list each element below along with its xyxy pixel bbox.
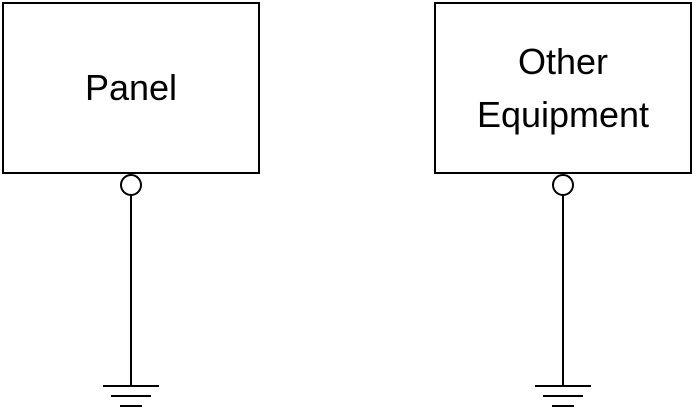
- other-equipment-block: Other Equipment: [434, 2, 692, 407]
- panel-ground-terminal: [120, 174, 142, 196]
- panel-box: [2, 2, 260, 174]
- other-equipment-box: [434, 2, 692, 174]
- other-equipment-ground-terminal: [552, 174, 574, 196]
- other-equipment-label-line1: Other: [518, 41, 608, 82]
- other-equipment-label-line2: Equipment: [477, 94, 649, 135]
- panel-ground-symbol-icon: [103, 385, 159, 407]
- other-equipment-ground-symbol-icon: [535, 385, 591, 407]
- panel-label: Panel: [85, 67, 177, 108]
- panel-block: Panel: [2, 2, 260, 407]
